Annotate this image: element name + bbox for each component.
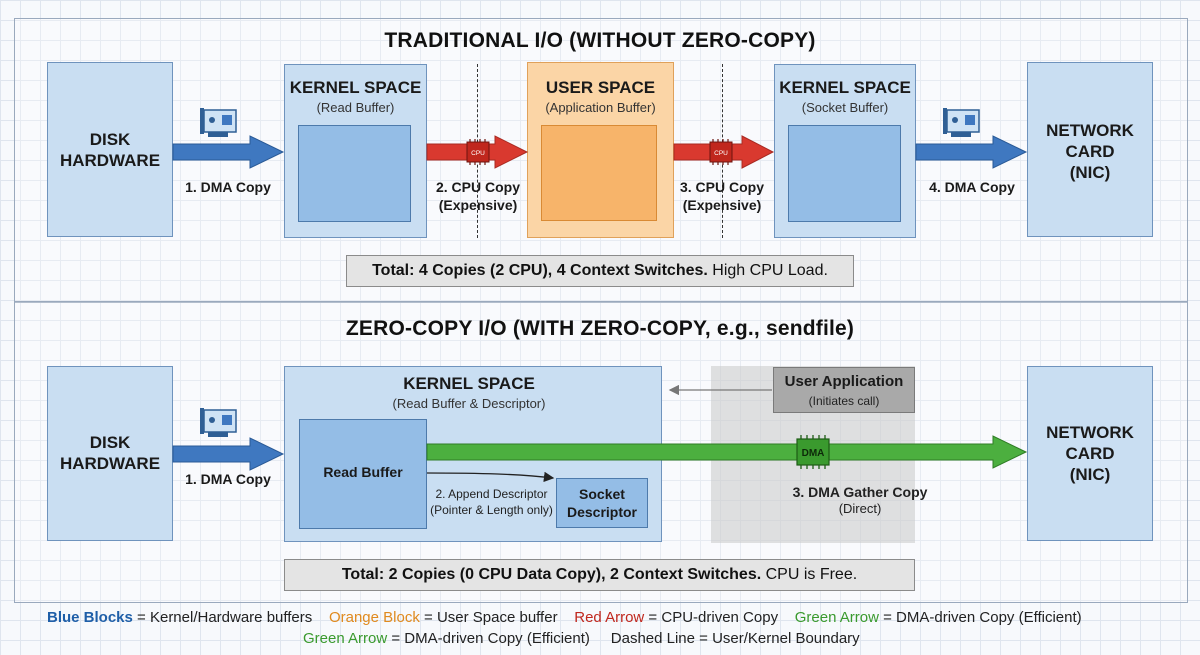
step4-dma-copy-label: 4. DMA Copy [929, 179, 1015, 195]
append-descriptor-label: 2. Append Descriptor(Pointer & Length on… [430, 487, 553, 517]
step3-cpu-copy-label: 3. CPU Copy(Expensive) [679, 179, 764, 213]
cpu-chip-icon: CPU [466, 139, 490, 165]
zerocopy-title: ZERO-COPY I/O (WITH ZERO-COPY, e.g., sen… [345, 317, 855, 340]
traditional-title: TRADITIONAL I/O (WITHOUT ZERO-COPY) [384, 29, 816, 52]
cpu-chip-text: CPU [714, 150, 728, 157]
traditional-total-summary: Total: 4 Copies (2 CPU), 4 Context Switc… [346, 255, 854, 287]
user-application-title: User Application [784, 373, 904, 390]
pci-card-icon [200, 408, 237, 437]
user-application-block [773, 367, 915, 413]
kernel-space-subtitle: (Read Buffer & Descriptor) [392, 396, 546, 411]
legend-line-2: Green Arrow = DMA-driven Copy (Efficient… [303, 630, 860, 647]
append-descriptor-arrow [426, 471, 555, 483]
dma-chip-text: DMA [802, 448, 825, 459]
step1-dma-copy-label: 1. DMA Copy [185, 179, 271, 195]
kernel-read-title: KERNEL SPACE [289, 78, 422, 97]
user-application-subtitle: (Initiates call) [808, 394, 880, 408]
kernel-socket-subtitle: (Socket Buffer) [801, 100, 889, 115]
zerocopy-total-summary: Total: 2 Copies (0 CPU Data Copy), 2 Con… [284, 559, 915, 591]
user-space-title: USER SPACE [545, 78, 656, 97]
legend-key-green: Green Arrow [794, 609, 879, 626]
disk-hardware-block [47, 366, 173, 541]
legend-key-red: Red Arrow [574, 609, 645, 626]
legend-key-blue: Blue Blocks [47, 609, 133, 626]
legend-key-orange: Orange Block [328, 609, 420, 626]
pci-card-icon [943, 108, 980, 137]
dma-arrow-1 [172, 437, 285, 471]
read-buffer-label: Read Buffer [323, 464, 403, 480]
dma-chip-icon: DMA [796, 435, 830, 469]
kernel-space-title: KERNEL SPACE [403, 374, 535, 393]
socket-buffer-inner [788, 125, 901, 222]
legend-key-green: Green Arrow [303, 630, 388, 647]
step2-cpu-copy-label: 2. CPU Copy(Expensive) [435, 179, 520, 213]
dma-arrow-4 [915, 135, 1028, 169]
kernel-read-subtitle: (Read Buffer) [316, 100, 395, 115]
network-card-block [1027, 366, 1153, 541]
legend-line-1: Blue Blocks = Kernel/Hardware buffers Or… [47, 609, 1082, 626]
dma-gather-arrow [426, 435, 1028, 469]
step1-dma-copy-label: 1. DMA Copy [185, 471, 271, 487]
dma-arrow-1 [172, 135, 285, 169]
legend-key-dashed: Dashed Line [610, 630, 695, 647]
traditional-arrows: CPU CPU [172, 108, 1028, 169]
dma-gather-copy-label: 3. DMA Gather Copy (Direct) [792, 484, 928, 516]
pci-card-icon [200, 108, 237, 137]
zerocopy-arrows: DMA [172, 384, 1028, 483]
read-buffer-block [299, 419, 427, 529]
kernel-read-buffer-inner [298, 125, 411, 222]
application-buffer-inner [541, 125, 657, 221]
socket-descriptor-block [556, 478, 648, 528]
network-card-block [1027, 62, 1153, 237]
user-space-subtitle: (Application Buffer) [545, 100, 656, 115]
cpu-chip-text: CPU [471, 150, 485, 157]
kernel-socket-title: KERNEL SPACE [779, 78, 911, 97]
cpu-chip-icon: CPU [709, 139, 733, 165]
